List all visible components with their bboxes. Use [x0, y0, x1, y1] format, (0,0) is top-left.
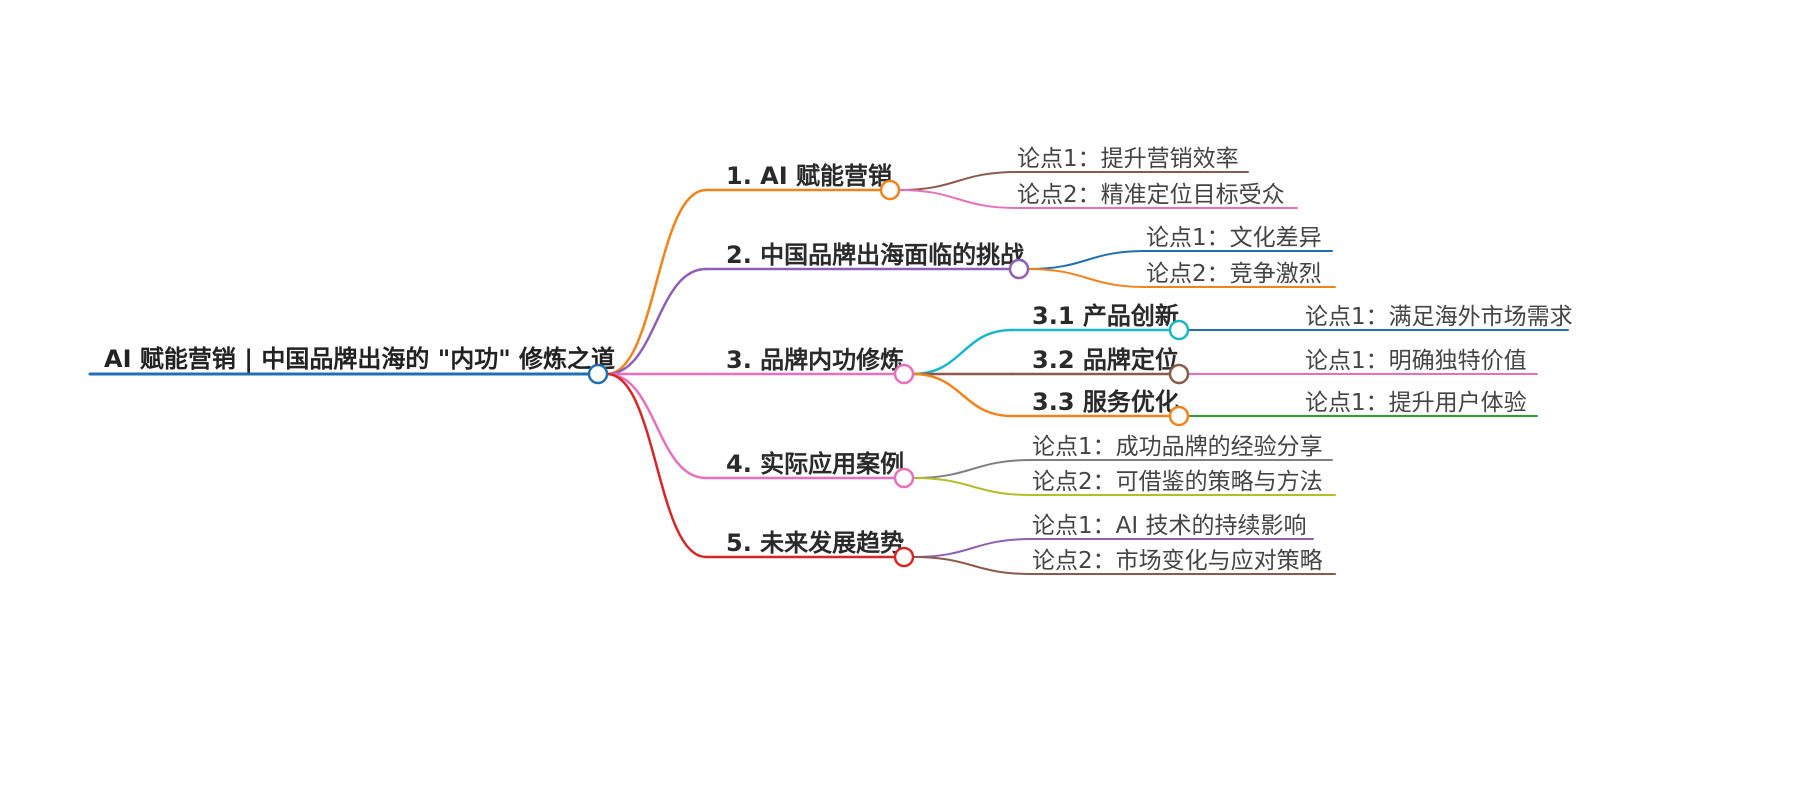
- leaf-point-5-2: 论点2：市场变化与应对策略: [1032, 548, 1323, 574]
- leaf-point-2-1: 论点1：文化差异: [1146, 225, 1322, 251]
- subtopic-3-1: 3.1 产品创新: [1032, 302, 1179, 330]
- leaf-edge-1-1: [898, 171, 1018, 191]
- leaf-edge-4-2: [912, 477, 1033, 496]
- subtopic-edge-3-1: [911, 328, 1014, 376]
- branch-edge-2: [605, 267, 708, 376]
- subtopic-3-2: 3.2 品牌定位: [1032, 346, 1179, 374]
- leaf-point-3-1: 论点1：满足海外市场需求: [1305, 304, 1573, 330]
- branch-knob-1[interactable]: [879, 179, 901, 201]
- branch-topic-4: 4. 实际应用案例: [726, 450, 904, 478]
- branch-edge-5: [605, 372, 708, 559]
- mindmap-underlines: [88, 171, 1569, 575]
- leaf-edge-5-2: [912, 556, 1033, 575]
- leaf-point-3-3: 论点1：提升用户体验: [1305, 390, 1527, 416]
- branch-edge-4: [605, 372, 708, 480]
- branch-knob-3[interactable]: [893, 363, 915, 385]
- branch-topic-1: 1. AI 赋能营销: [726, 162, 892, 190]
- branch-knob-2[interactable]: [1008, 258, 1030, 280]
- leaf-edge-4-1: [912, 459, 1033, 479]
- branch-topic-2: 2. 中国品牌出海面临的挑战: [726, 241, 1024, 269]
- branch-topic-5: 5. 未来发展趋势: [726, 529, 904, 557]
- leaf-point-4-1: 论点1：成功品牌的经验分享: [1032, 434, 1323, 460]
- leaf-point-2-2: 论点2：竞争激烈: [1146, 261, 1322, 287]
- leaf-point-1-2: 论点2：精准定位目标受众: [1017, 182, 1285, 208]
- mindmap-nodes: [587, 179, 1190, 568]
- subtopic-knob-3-2[interactable]: [1168, 363, 1190, 385]
- leaf-edge-2-2: [1027, 268, 1147, 288]
- subtopic-3-3: 3.3 服务优化: [1032, 388, 1179, 416]
- subtopic-knob-3-3[interactable]: [1168, 405, 1190, 427]
- leaf-edge-2-1: [1027, 250, 1147, 270]
- leaf-point-3-2: 论点1：明确独特价值: [1305, 348, 1527, 374]
- branch-topic-3: 3. 品牌内功修炼: [726, 346, 904, 374]
- root-topic: AI 赋能营销 | 中国品牌出海的 "内功" 修炼之道: [104, 345, 615, 373]
- branch-knob-5[interactable]: [893, 546, 915, 568]
- leaf-point-5-1: 论点1：AI 技术的持续影响: [1032, 513, 1306, 539]
- root-knob[interactable]: [587, 363, 609, 385]
- subtopic-edge-3-3: [911, 372, 1014, 418]
- mindmap-edges: [605, 171, 1147, 575]
- leaf-edge-5-1: [912, 538, 1033, 558]
- leaf-edge-1-2: [898, 189, 1018, 209]
- leaf-point-1-1: 论点1：提升营销效率: [1017, 146, 1239, 172]
- branch-knob-4[interactable]: [893, 467, 915, 489]
- branch-edge-1: [605, 188, 708, 376]
- subtopic-knob-3-1[interactable]: [1168, 319, 1190, 341]
- leaf-point-4-2: 论点2：可借鉴的策略与方法: [1032, 469, 1323, 495]
